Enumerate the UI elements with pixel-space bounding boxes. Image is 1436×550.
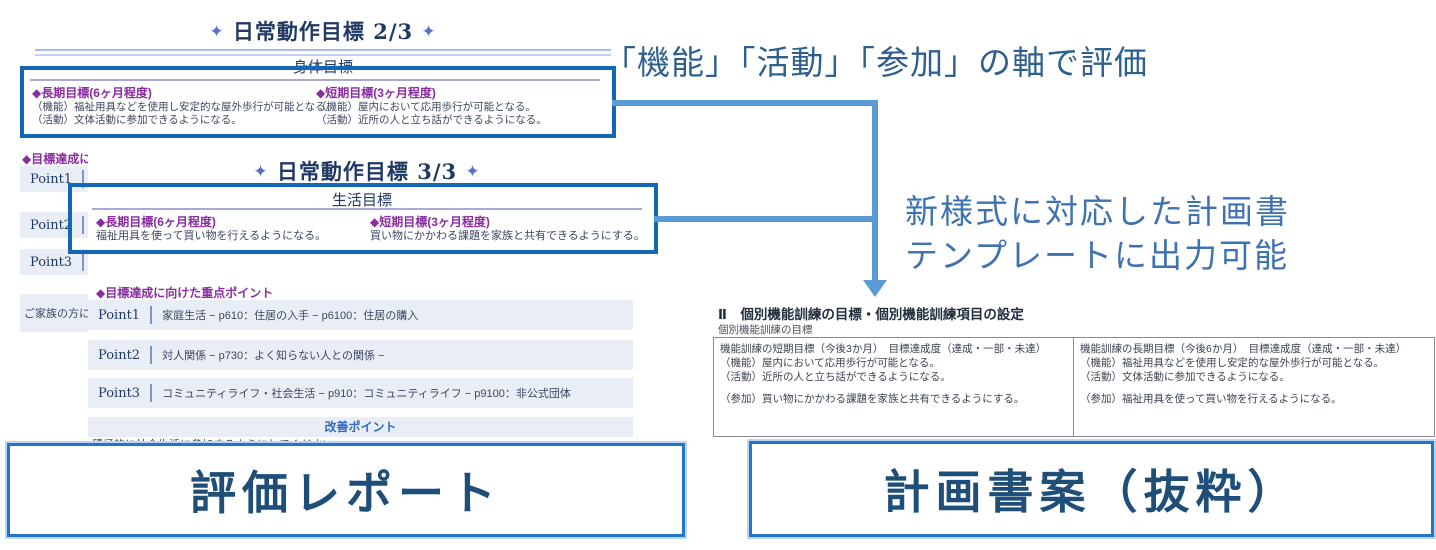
- plan-table-short-term-cell: 機能訓練の短期目標（今後3か月） 目標達成度（達成・一部・未達） （機能）屋内に…: [714, 338, 1074, 436]
- point-divider: [150, 306, 153, 324]
- doc1-section-rule: [30, 79, 600, 81]
- connector-line-vertical: [872, 100, 878, 280]
- annotation-template-line1: 新様式に対応した計画書: [905, 193, 1290, 230]
- doc1-point2-label: Point2: [30, 217, 73, 233]
- doc1-title-divider: [35, 49, 611, 56]
- plan-short-row3: （参加）買い物にかかわる課題を家族と共有できるようにする。: [720, 393, 1025, 405]
- doc2-section-rule: [92, 208, 642, 210]
- doc2-point-row: Point3 コミュニティライフ・社会生活 − p910：コミュニティライフ −…: [88, 378, 633, 408]
- doc2-point2-label: Point2: [98, 347, 141, 363]
- point-divider: [82, 216, 85, 234]
- connector-line-bottom: [654, 216, 878, 222]
- doc2-improvement-heading: 改善ポイント: [324, 420, 397, 434]
- doc1-point3-label: Point3: [30, 254, 73, 270]
- doc2-point-row: Point1 家庭生活 − p610：住居の入手 − p6100：住居の購入: [88, 300, 633, 330]
- report-doc1-title: ✦ 日常動作目標 2/3 ✦: [35, 16, 611, 46]
- plan-table-long-term-cell: 機能訓練の長期目標（今後6か月） 目標達成度（達成・一部・未達） （機能）福祉用…: [1074, 338, 1434, 436]
- connector-line-top: [612, 100, 878, 106]
- highlight-box-life-goals: [68, 183, 658, 254]
- annotation-template-output: 新様式に対応した計画書 テンプレートに出力可能: [905, 190, 1290, 278]
- sparkle-icon: ✦: [209, 22, 225, 42]
- report-doc2-title: ✦ 日常動作目標 3/3 ✦: [88, 156, 646, 186]
- doc2-point3-text: コミュニティライフ・社会生活 − p910：コミュニティライフ − p9100：…: [162, 388, 571, 400]
- doc1-point-row: Point1: [20, 166, 88, 192]
- plan-goal-table: 機能訓練の短期目標（今後3か月） 目標達成度（達成・一部・未達） （機能）屋内に…: [713, 337, 1435, 437]
- annotation-eval-axis: 「機能」「活動」「参加」の軸で評価: [603, 44, 1148, 81]
- annotation-template-line2: テンプレートに出力可能: [905, 237, 1290, 274]
- plan-caption-text: 計画書案（抜粋）: [883, 466, 1300, 518]
- point-divider: [82, 170, 85, 188]
- doc1-point-row: Point2: [20, 212, 88, 238]
- doc2-long-goal-heading: ◆長期目標(6ヶ月程度): [96, 215, 216, 229]
- sparkle-icon: ✦: [465, 162, 481, 182]
- plan-caption-box: 計画書案（抜粋）: [749, 441, 1434, 537]
- doc1-long-goal: ◆長期目標(6ヶ月程度) （機能）福祉用具などを使用し安定的な屋外歩行が可能とな…: [32, 84, 336, 127]
- point-divider: [82, 253, 85, 271]
- doc1-points-heading: ◆目標達成に: [22, 152, 92, 166]
- doc2-point2-text: 対人関係 − p730：よく知らない人との関係 −: [162, 350, 385, 362]
- plan-short-row2: （活動）近所の人と立ち話ができるようになる。: [720, 371, 951, 383]
- doc2-short-goal-line1: 買い物にかかわる課題を家族と共有できるようにする。: [370, 230, 645, 242]
- doc1-short-goal: ◆短期目標(3ヶ月程度) （機能）屋内において応用歩行が可能となる。 （活動）近…: [316, 84, 547, 127]
- doc1-family-note: ご家族の方に: [20, 294, 92, 332]
- sparkle-icon: ✦: [421, 22, 437, 42]
- doc2-long-goal-line1: 福祉用具を使って買い物を行えるようになる。: [96, 230, 327, 242]
- plan-long-row2: （活動）文体活動に参加できるようになる。: [1080, 371, 1290, 383]
- doc2-point1-label: Point1: [98, 307, 141, 323]
- report-caption-box: 評価レポート: [7, 443, 685, 537]
- point-divider: [150, 346, 153, 364]
- highlight-box-body-goals: [20, 66, 616, 138]
- point-divider: [150, 384, 153, 402]
- plan-long-row3: （参加）福祉用具を使って買い物を行えるようになる。: [1080, 393, 1342, 405]
- doc2-improvement-note: 積極的に社会生活に参加するようにしてください: [92, 436, 512, 442]
- doc2-short-goal-heading: ◆短期目標(3ヶ月程度): [370, 215, 490, 229]
- doc2-long-goal: ◆長期目標(6ヶ月程度) 福祉用具を使って買い物を行えるようになる。: [96, 213, 326, 243]
- doc2-point1-text: 家庭生活 − p610：住居の入手 − p6100：住居の購入: [162, 310, 419, 322]
- plan-long-header: 機能訓練の長期目標（今後6か月） 目標達成度（達成・一部・未達）: [1080, 343, 1407, 355]
- plan-short-header: 機能訓練の短期目標（今後3か月） 目標達成度（達成・一部・未達）: [720, 343, 1047, 355]
- doc1-short-goal-line2: （活動）近所の人と立ち話ができるようになる。: [316, 114, 547, 126]
- report-doc2-title-text: 日常動作目標 3/3: [276, 159, 458, 184]
- doc2-point-row: Point2 対人関係 − p730：よく知らない人との関係 −: [88, 340, 633, 370]
- plan-doc-heading: Ⅱ 個別機能訓練の目標・個別機能訓練項目の設定: [718, 307, 1024, 322]
- doc1-short-goal-line1: （機能）屋内において応用歩行が可能となる。: [316, 101, 536, 113]
- doc1-long-goal-line1: （機能）福祉用具などを使用し安定的な屋外歩行が可能となる。: [32, 101, 337, 113]
- doc2-points-heading: ◆目標達成に向けた重点ポイント: [96, 286, 274, 300]
- doc2-improvement-band: 改善ポイント: [88, 417, 633, 437]
- report-doc1-title-text: 日常動作目標 2/3: [232, 19, 414, 44]
- doc2-short-goal: ◆短期目標(3ヶ月程度) 買い物にかかわる課題を家族と共有できるようにする。: [370, 213, 645, 243]
- doc2-point3-label: Point3: [98, 385, 141, 401]
- plan-short-row1: （機能）屋内において応用歩行が可能となる。: [720, 357, 940, 369]
- doc1-long-goal-line2: （活動）文体活動に参加できるようになる。: [32, 114, 242, 126]
- sparkle-icon: ✦: [253, 162, 269, 182]
- plan-doc-subheading: 個別機能訓練の目標: [718, 324, 813, 336]
- doc1-point1-label: Point1: [30, 171, 73, 187]
- report-caption-text: 評価レポート: [190, 467, 502, 519]
- plan-long-row1: （機能）福祉用具などを使用し安定的な屋外歩行が可能となる。: [1080, 357, 1385, 369]
- doc2-section-label: 生活目標: [331, 191, 392, 209]
- doc1-short-goal-heading: ◆短期目標(3ヶ月程度): [316, 86, 436, 100]
- arrow-down-icon: [863, 280, 887, 297]
- doc1-long-goal-heading: ◆長期目標(6ヶ月程度): [32, 86, 152, 100]
